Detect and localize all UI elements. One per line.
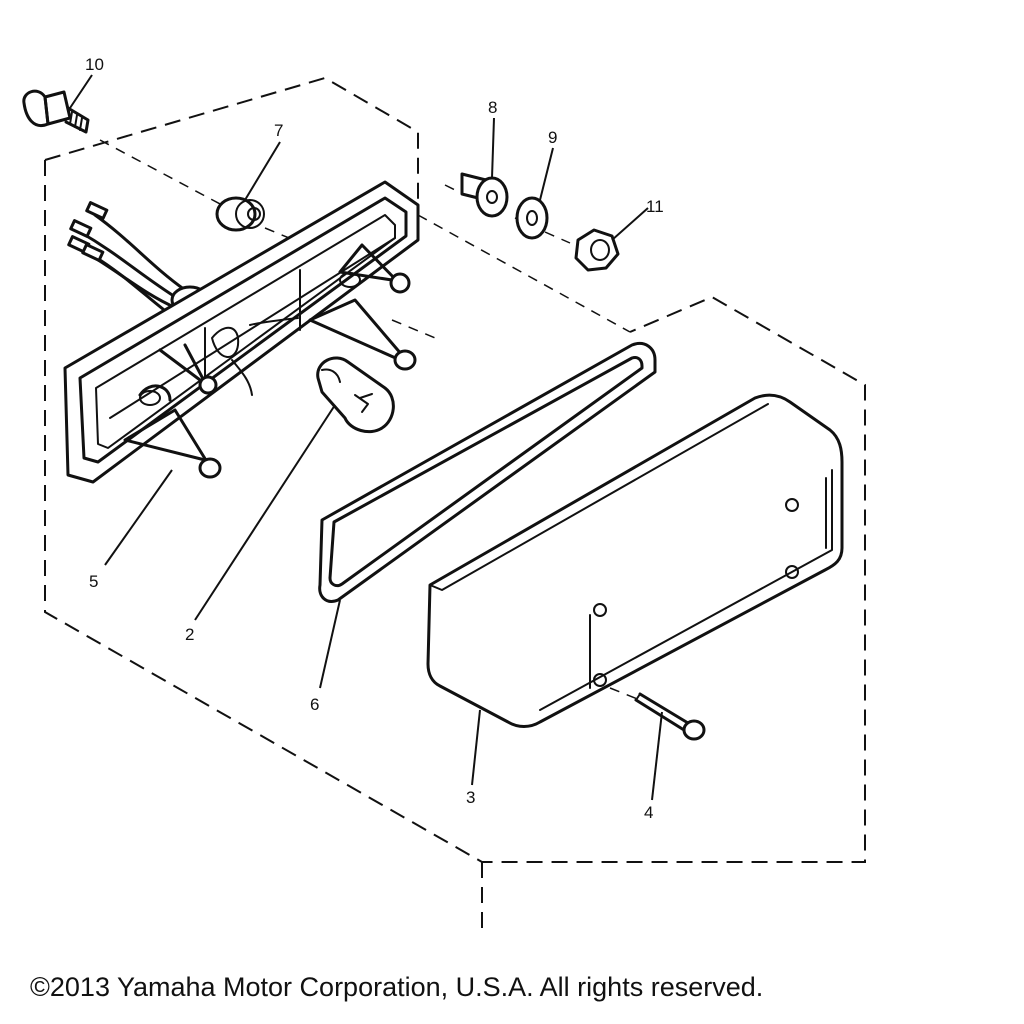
callout-4: 4 <box>644 803 653 822</box>
copyright-notice: ©2013 Yamaha Motor Corporation, U.S.A. A… <box>30 972 764 1002</box>
nut-part-11 <box>574 228 620 272</box>
callout-8: 8 <box>488 98 497 117</box>
leader-lines <box>69 74 663 801</box>
base-housing-part-5 <box>63 180 420 484</box>
callout-5: 5 <box>89 572 98 591</box>
grommet-part-7 <box>215 196 265 232</box>
washer-part-9 <box>515 196 549 240</box>
callout-11: 11 <box>646 197 664 216</box>
collar-part-8 <box>460 172 509 218</box>
callout-labels: 10 7 8 9 11 5 2 6 3 4 <box>85 55 664 822</box>
callout-7: 7 <box>274 121 283 140</box>
callout-3: 3 <box>466 788 475 807</box>
bulb-part-2 <box>316 356 395 434</box>
callout-6: 6 <box>310 695 319 714</box>
bolt-part-10 <box>22 89 90 134</box>
callout-2: 2 <box>185 625 194 644</box>
callout-10: 10 <box>85 55 104 74</box>
lens-part-3 <box>426 393 844 728</box>
screw-part-4 <box>634 692 706 741</box>
callout-9: 9 <box>548 128 557 147</box>
gasket-part-6 <box>318 342 657 603</box>
